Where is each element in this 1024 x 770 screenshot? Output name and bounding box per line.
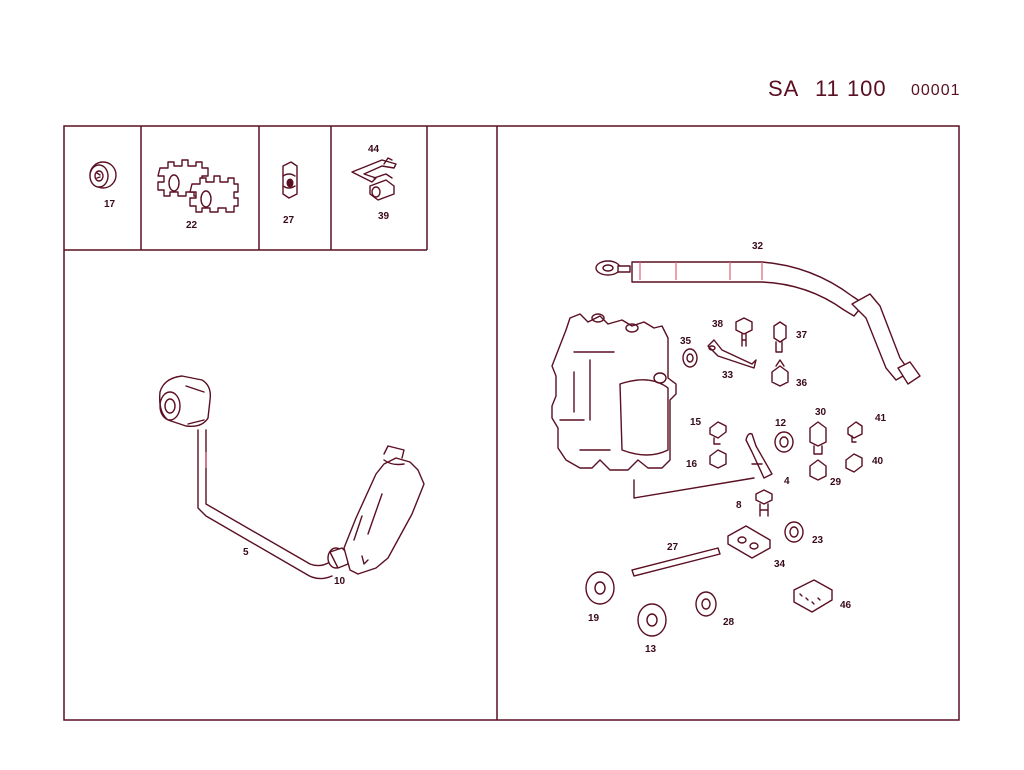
callout-40: 40 [872,456,884,467]
part-16-clip[interactable] [709,449,727,469]
part-12-bush[interactable] [774,431,794,453]
callout-29: 29 [830,477,842,488]
part-44-bracket[interactable] [351,157,397,183]
callout-27-top: 27 [283,215,295,226]
part-28-bush[interactable] [695,591,717,617]
callout-27-rod: 27 [667,542,679,553]
part-13-bush[interactable] [637,603,667,637]
drawing-sheet-number: 00001 [911,82,961,99]
drawing-header: SA 11 100 00001 [0,76,1024,106]
callout-10: 10 [334,576,346,587]
part-37-clip[interactable] [773,321,787,353]
part-40-clip[interactable] [845,453,863,473]
part-30-clip[interactable] [809,421,827,455]
callout-36: 36 [796,378,808,389]
part-22-bushes[interactable] [157,159,239,213]
part-10-reservoir[interactable] [343,445,425,575]
part-38-bolt[interactable] [735,317,753,347]
part-46-block[interactable] [793,579,833,613]
callout-23: 23 [812,535,824,546]
callout-5: 5 [243,547,249,558]
callout-19: 19 [588,613,600,624]
compressor-body[interactable] [551,313,755,499]
callout-33: 33 [722,370,734,381]
part-17-grommet[interactable] [89,161,117,189]
callout-34: 34 [774,559,786,570]
part-39-sleeve[interactable] [369,173,395,201]
callout-35: 35 [680,336,692,347]
callout-4: 4 [784,476,790,487]
part-23-bush[interactable] [784,521,804,543]
part-5-hose-assembly[interactable] [158,375,349,580]
callout-13: 13 [645,644,657,655]
callout-8: 8 [736,500,742,511]
part-4-bracket[interactable] [745,432,773,479]
part-29-clip[interactable] [809,459,827,481]
callout-22: 22 [186,220,198,231]
callout-32: 32 [752,241,764,252]
callout-28: 28 [723,617,735,628]
callout-16: 16 [686,459,698,470]
callout-37: 37 [796,330,808,341]
callout-44: 44 [368,144,380,155]
part-36-clip[interactable] [771,359,789,387]
callout-15: 15 [690,417,702,428]
callout-38: 38 [712,319,724,330]
callout-17: 17 [104,199,116,210]
part-27-rod[interactable] [631,547,721,577]
part-32-hose[interactable] [595,260,921,385]
part-35-bush[interactable] [682,348,698,368]
part-19-bush[interactable] [585,571,615,605]
part-27-clip[interactable] [282,161,298,199]
callout-labels: 17 22 27 44 39 5 10 32 38 37 35 33 36 15… [104,144,887,655]
callout-41: 41 [875,413,887,424]
part-8-bolt[interactable] [755,489,773,517]
part-15-clip[interactable] [709,421,727,445]
callout-46: 46 [840,600,852,611]
part-34-mount[interactable] [727,525,771,559]
drawing-prefix: SA [768,76,800,101]
diagram-frame [63,125,960,721]
drawing-number: 11 100 [815,76,887,101]
callout-12: 12 [775,418,787,429]
part-41-clip[interactable] [847,421,863,443]
callout-39: 39 [378,211,390,222]
part-33-bracket[interactable] [707,339,757,369]
callout-30: 30 [815,407,827,418]
